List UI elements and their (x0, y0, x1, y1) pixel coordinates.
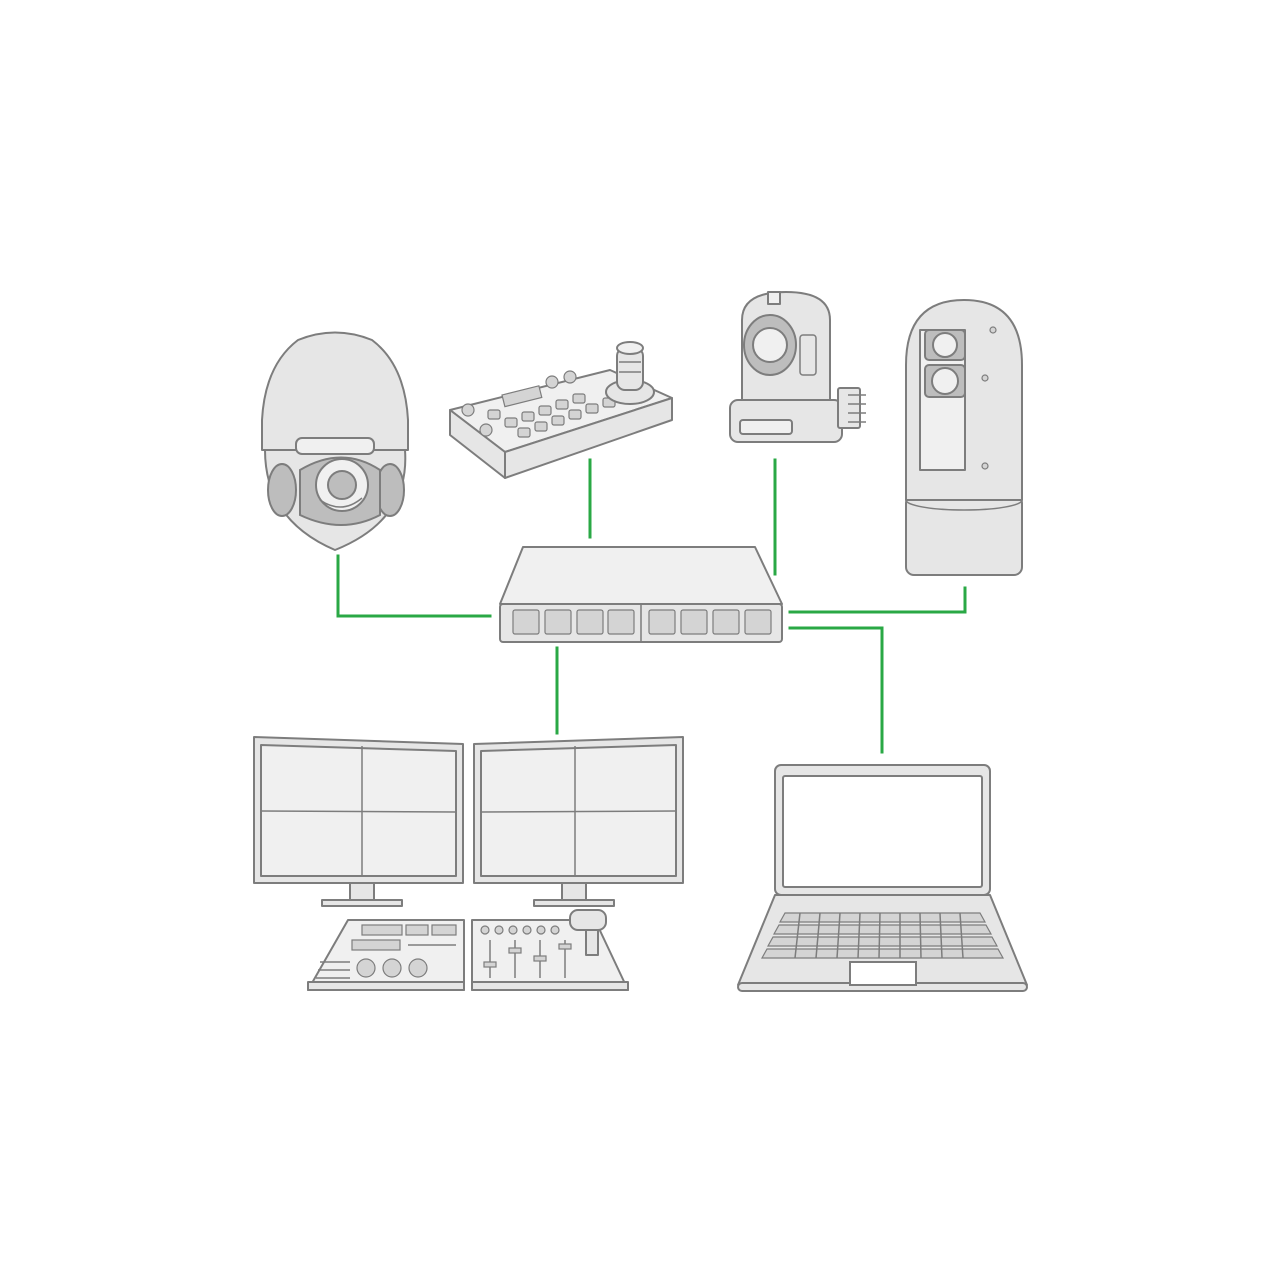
connection-lines (336, 458, 967, 754)
dual-monitor-console-icon (253, 736, 684, 991)
network-switch-icon (499, 546, 783, 643)
link-laptop-switch (788, 626, 884, 754)
thermal-camera-icon (905, 299, 1023, 576)
ptz-camera-icon (729, 291, 866, 443)
laptop-icon (737, 764, 1028, 992)
left-monitor-icon (253, 736, 464, 907)
laptop-keyboard (760, 912, 1005, 959)
joystick-controller-icon (449, 341, 673, 479)
dome-camera-icon (261, 331, 409, 551)
mixer-console-left-icon (307, 919, 465, 991)
mixer-console-right-icon (471, 909, 629, 991)
link-thermal-camera-switch (788, 586, 967, 614)
link-dome-camera-switch (336, 554, 492, 618)
right-monitor-icon (473, 736, 684, 907)
switch-ports (512, 609, 772, 635)
